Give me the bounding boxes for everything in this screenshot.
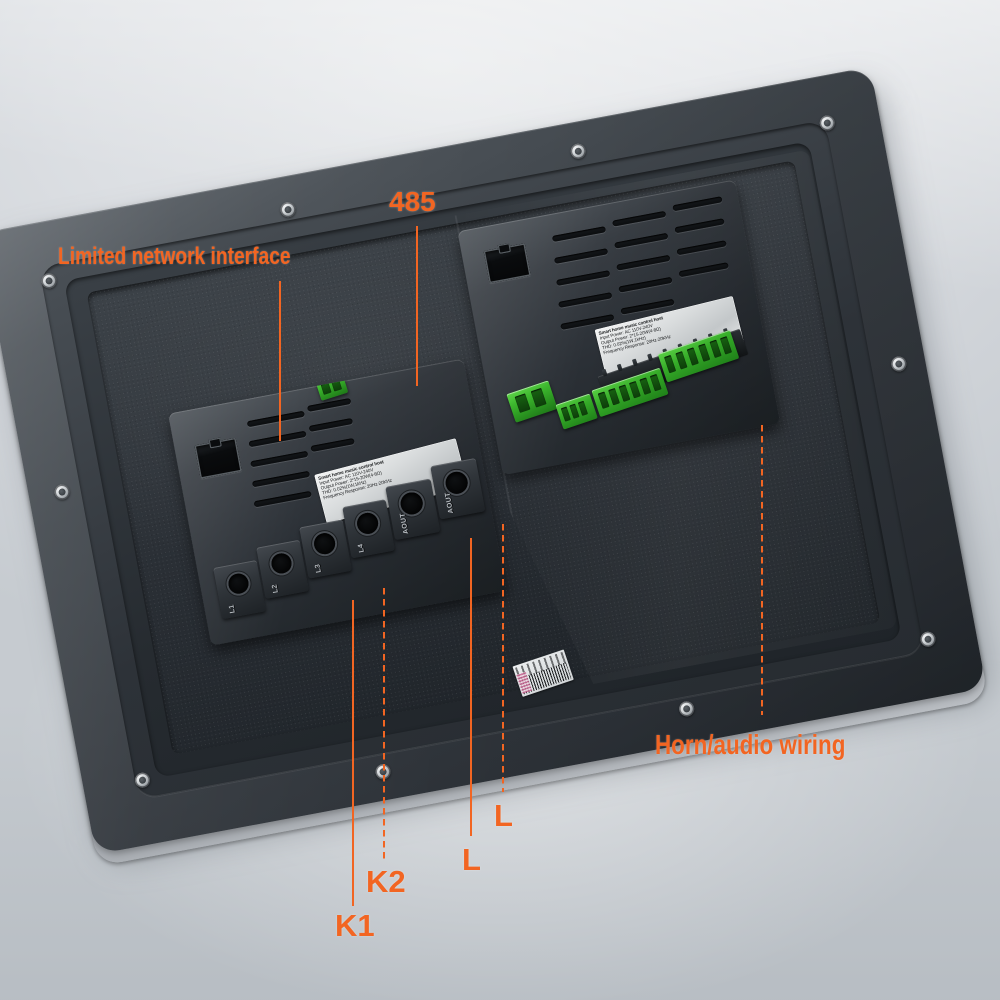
terminal-label: AOUT bbox=[444, 491, 456, 514]
terminal-l2[interactable]: L2 bbox=[256, 539, 310, 599]
annotation-l-left-leader bbox=[470, 538, 472, 836]
panel-screw bbox=[919, 630, 937, 649]
terminal-l3[interactable]: L3 bbox=[299, 519, 353, 579]
terminal-label: L1 bbox=[228, 603, 237, 614]
terminal-aout-1[interactable]: AOUT bbox=[385, 478, 441, 541]
annotation-k1-label: K1 bbox=[335, 908, 375, 943]
annotation-horn-label: Horn/audio wiring bbox=[655, 729, 846, 760]
terminal-label: L3 bbox=[314, 563, 323, 574]
annotation-k2-leader bbox=[383, 588, 385, 862]
annotation-horn-leader bbox=[761, 425, 763, 715]
control-panel: Smart home music control host Input Powe… bbox=[0, 36, 1000, 989]
panel-screw bbox=[279, 200, 297, 219]
annotation-l-right-label: L bbox=[494, 798, 513, 833]
terminal-l1[interactable]: L1 bbox=[213, 559, 267, 620]
terminal-label: L2 bbox=[271, 583, 280, 594]
terminal-l4[interactable]: L4 bbox=[342, 499, 396, 559]
panel-screw bbox=[53, 483, 71, 501]
panel-screw bbox=[569, 142, 588, 161]
rj45-ethernet-jack[interactable] bbox=[483, 243, 531, 284]
right-amplifier-module: Smart home music control host Input Powe… bbox=[457, 179, 781, 476]
annotation-k1-leader bbox=[352, 600, 354, 906]
annotation-lan-label: Limited network interface bbox=[58, 243, 291, 270]
annotation-lan-leader bbox=[279, 281, 281, 441]
annotation-k2-label: K2 bbox=[366, 864, 406, 899]
panel-screw bbox=[890, 355, 908, 373]
panel-screw bbox=[677, 700, 696, 718]
annotation-485-leader bbox=[416, 226, 418, 386]
rj45-ethernet-jack[interactable] bbox=[194, 437, 242, 479]
annotation-485-label: 485 bbox=[389, 186, 436, 217]
terminal-aout-2[interactable]: AOUT bbox=[430, 457, 486, 520]
terminal-label: AOUT bbox=[399, 512, 411, 535]
green-terminal-block[interactable] bbox=[555, 393, 598, 430]
rs485-green-connector[interactable] bbox=[506, 380, 558, 423]
annotation-l-right-leader bbox=[502, 524, 504, 792]
annotation-l-left-label: L bbox=[462, 842, 481, 877]
terminal-label: L4 bbox=[357, 542, 366, 554]
